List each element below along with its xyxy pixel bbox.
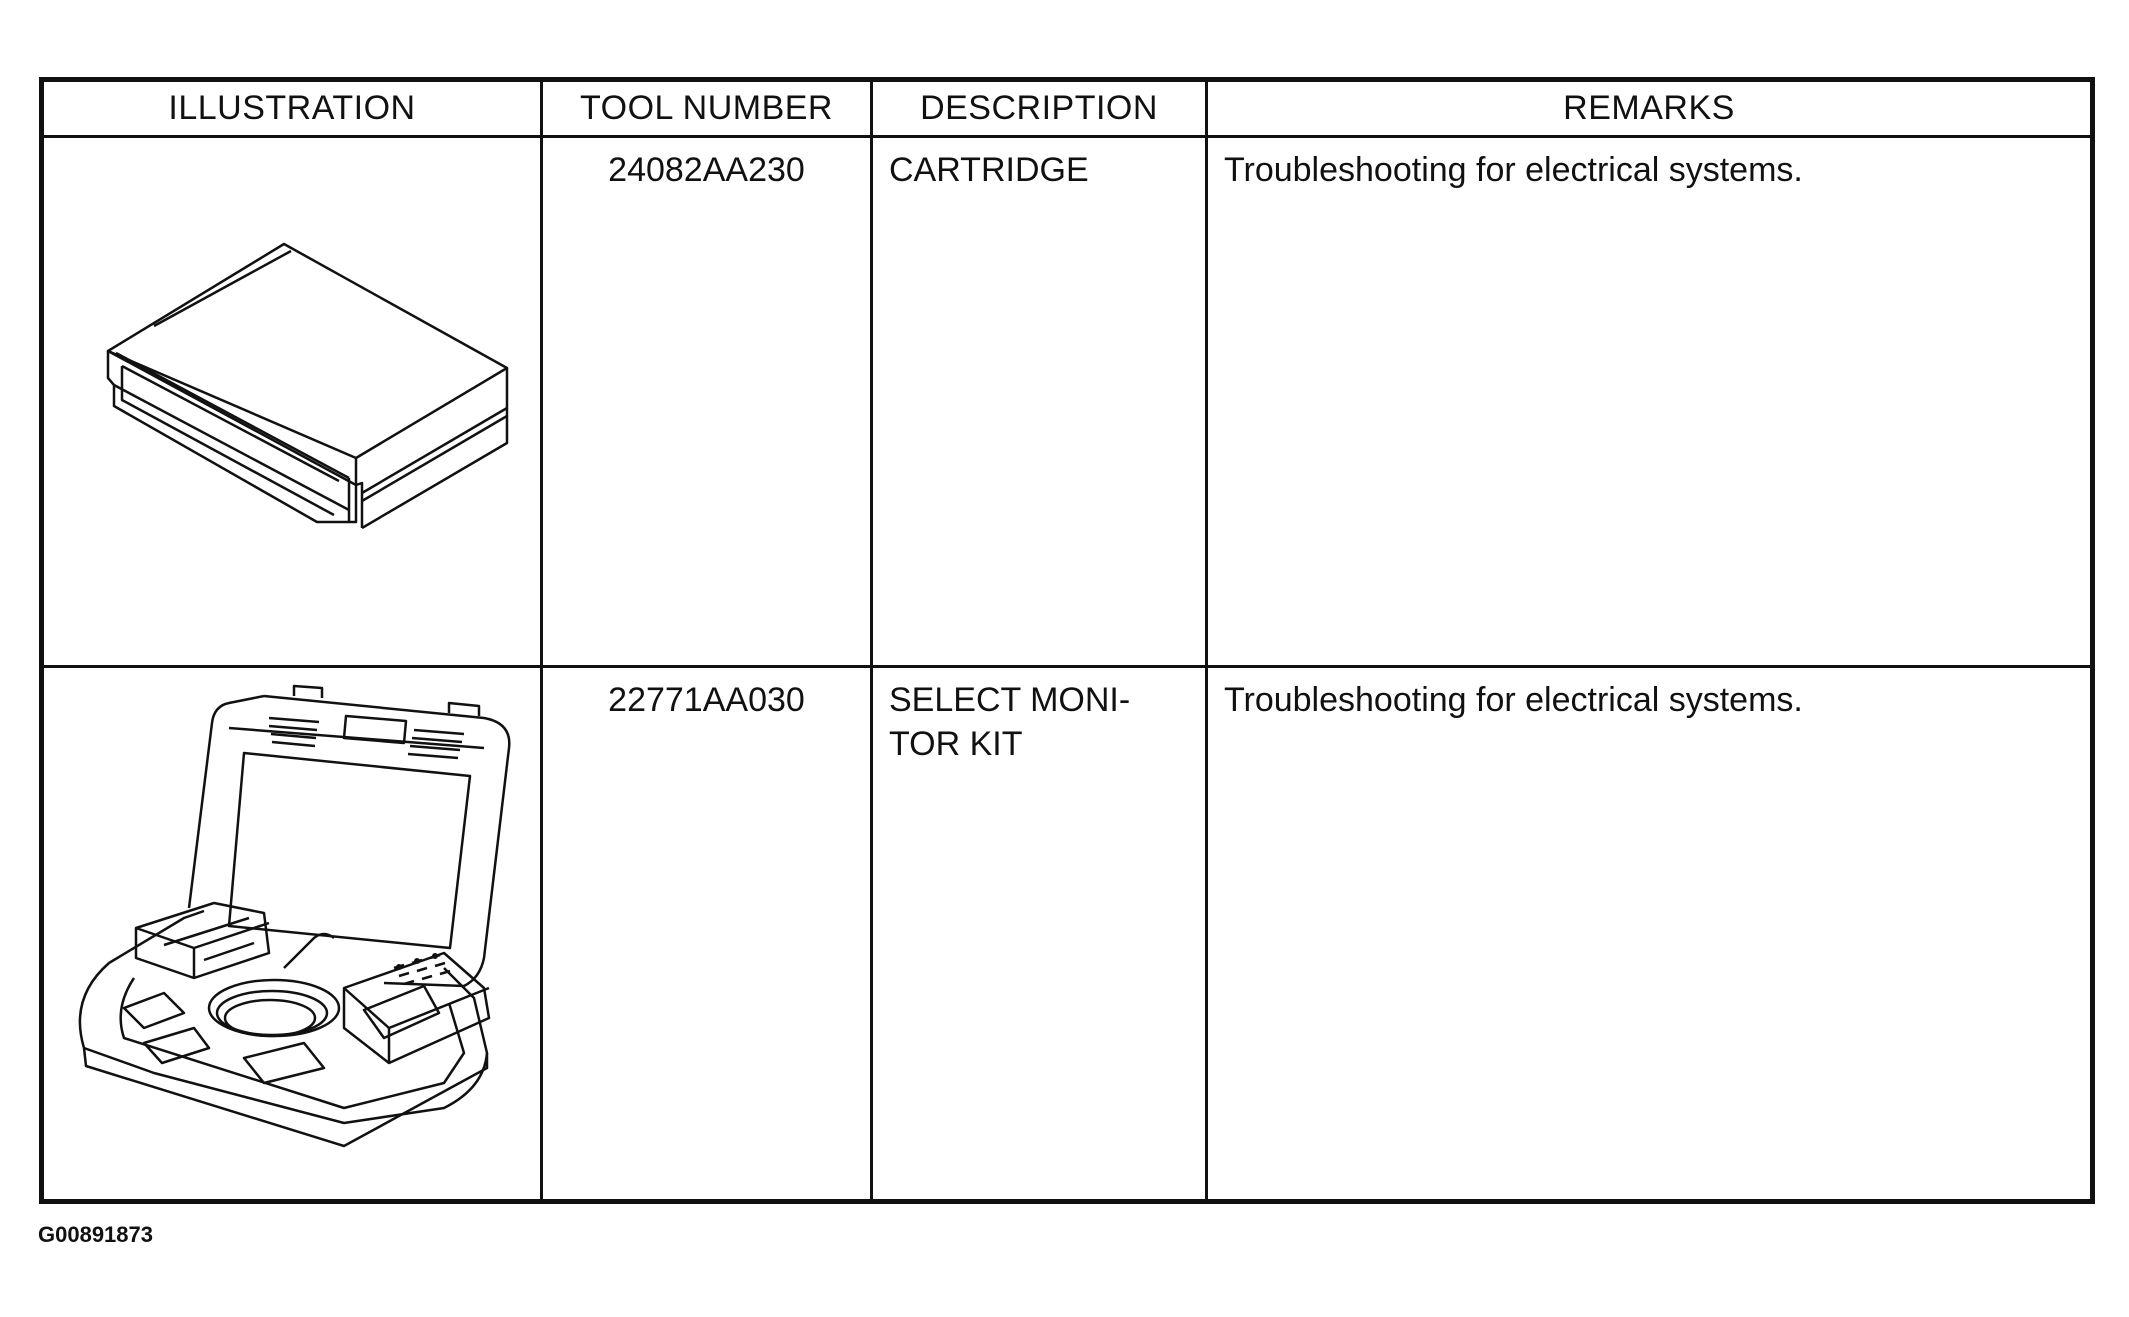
remarks-cell: Troubleshooting for electrical systems. [1205,665,2094,1203]
header-tool-number: TOOL NUMBER [540,78,873,138]
header-description: DESCRIPTION [870,78,1208,138]
header-row: ILLUSTRATION TOOL NUMBER DESCRIPTION REM… [40,78,2094,138]
description-line: TOR KIT [889,725,1023,763]
description-line: SELECT MONI- [889,681,1131,719]
cartridge-icon [106,242,509,530]
header-illustration: ILLUSTRATION [40,78,543,138]
table-row: 22771AA030 SELECT MONI- TOR KIT Troubles… [40,665,2094,1203]
description-cell: SELECT MONI- TOR KIT [870,665,1208,1203]
tool-number-cell: 24082AA230 [540,135,873,668]
figure-id: G00891873 [38,1222,153,1247]
illustration-cell [40,135,543,668]
table-row: 24082AA230 CARTRIDGE Troubleshooting for… [40,135,2094,668]
header-remarks: REMARKS [1205,78,2094,138]
special-tools-table: ILLUSTRATION TOOL NUMBER DESCRIPTION REM… [39,77,2095,1204]
select-monitor-kit-icon [78,684,511,1148]
remarks-cell: Troubleshooting for electrical systems. [1205,135,2094,668]
tool-number-cell: 22771AA030 [540,665,873,1203]
illustration-cell [40,665,543,1203]
description-cell: CARTRIDGE [870,135,1208,668]
